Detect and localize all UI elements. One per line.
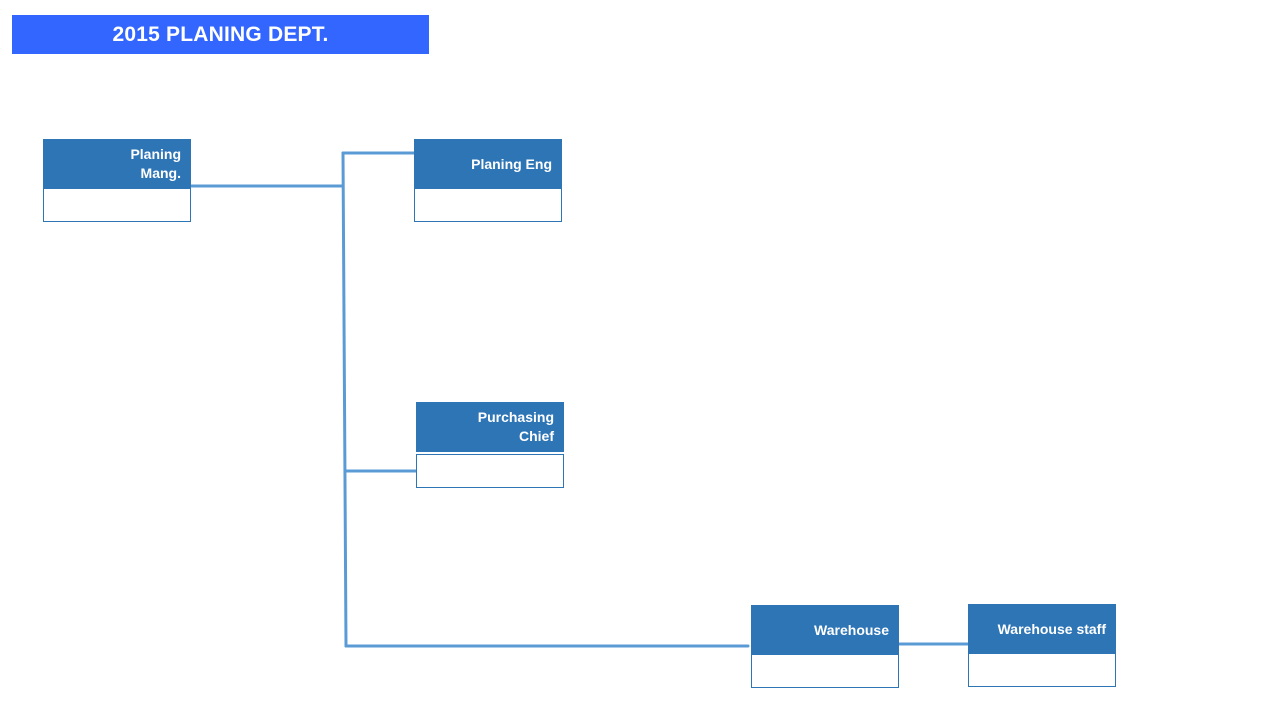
node-warehouse-staff[interactable]: Warehouse staff [968,604,1116,687]
node-value-field [416,454,564,488]
node-label: Purchasing Chief [477,409,554,444]
node-warehouse[interactable]: Warehouse [751,605,899,688]
node-label: Warehouse [814,621,889,638]
node-label: Planing Eng [471,155,552,172]
node-value-field [414,189,562,222]
node-planing-engineer[interactable]: Planing Eng [414,139,562,222]
node-header: Warehouse [751,605,899,655]
node-header: Purchasing Chief [416,402,564,452]
node-header: Warehouse staff [968,604,1116,654]
node-purchasing-chief[interactable]: Purchasing Chief [416,402,564,488]
node-value-field [968,654,1116,687]
connector-vertical-trunk [341,151,348,648]
node-planing-manager[interactable]: Planing Mang. [43,139,191,222]
node-value-field [751,655,899,688]
node-header: Planing Eng [414,139,562,189]
node-header: Planing Mang. [43,139,191,189]
chart-title: 2015 PLANING DEPT. [12,15,429,54]
node-label: Planing Mang. [130,146,181,181]
node-label: Warehouse staff [997,620,1106,637]
node-value-field [43,189,191,222]
